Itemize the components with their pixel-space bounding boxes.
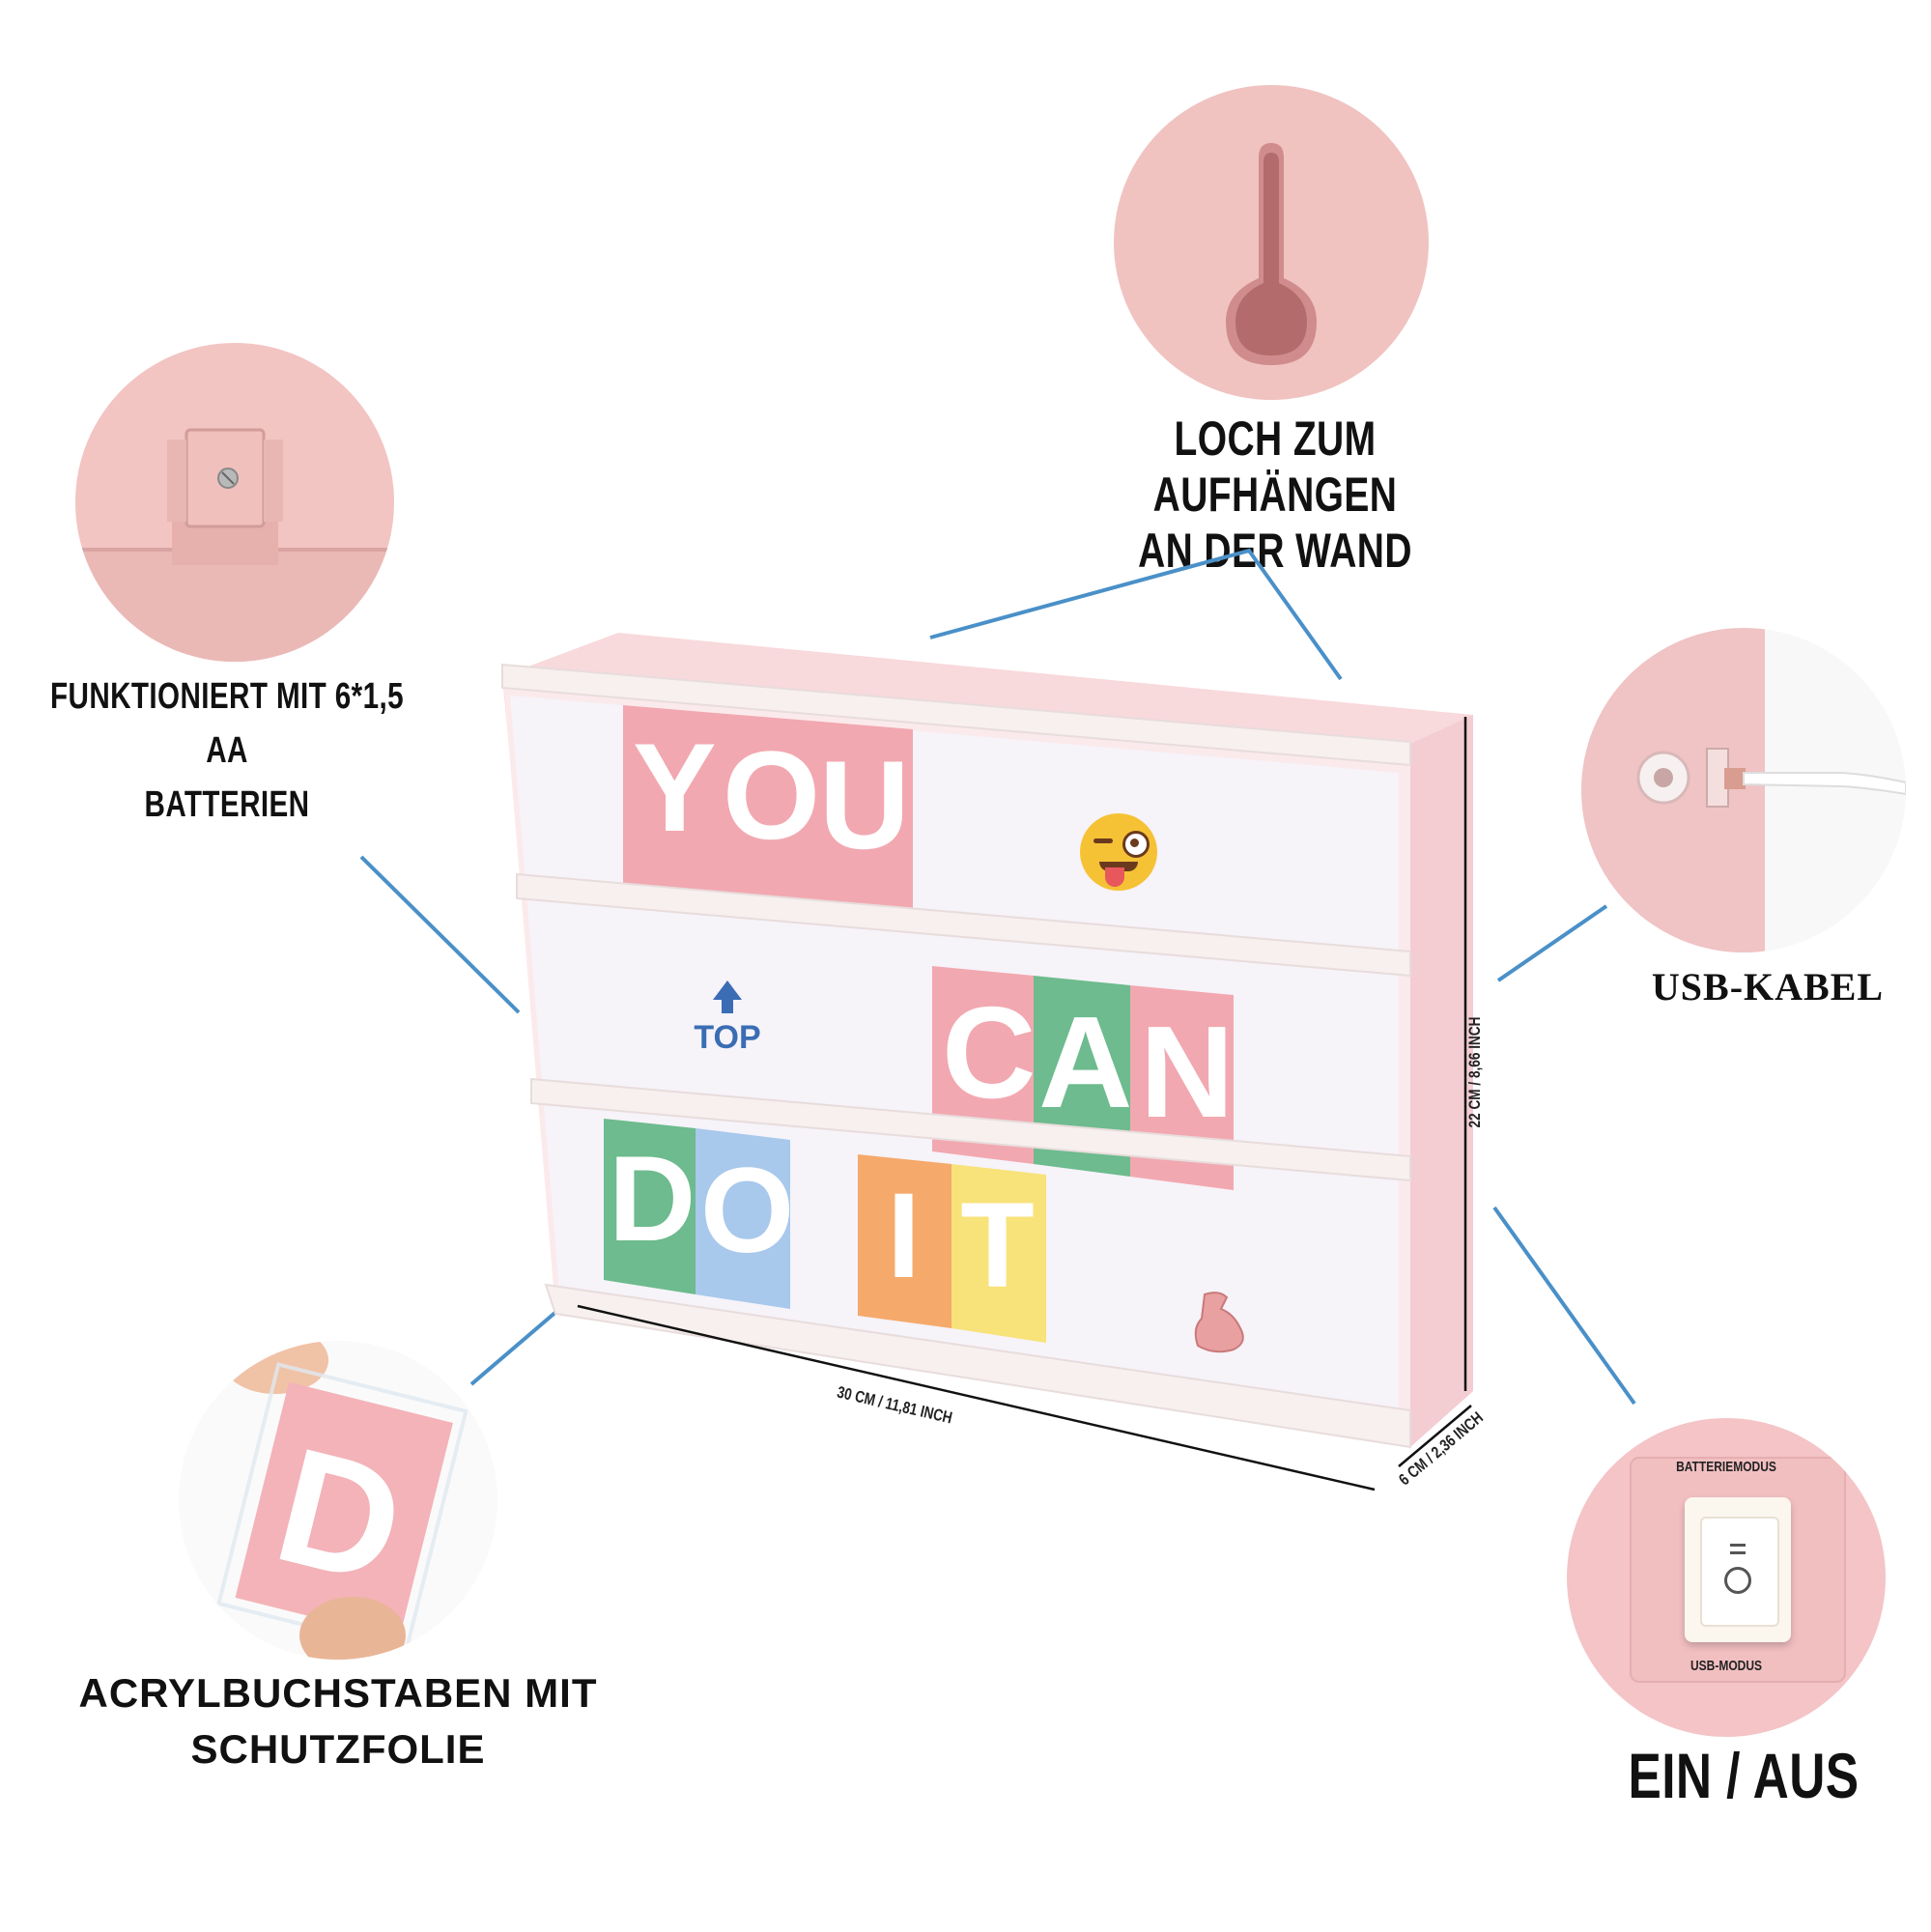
power-switch-icon — [1685, 1497, 1791, 1642]
letter-O: O — [723, 724, 821, 866]
acrylic-letter-icon: D — [216, 1341, 469, 1660]
row1-cards — [623, 705, 913, 920]
height-dimension: 22 CM / 8,66 INCH — [1464, 1016, 1484, 1128]
letter-A: A — [1038, 989, 1133, 1135]
letters-label: ACRYLBUCHSTABEN MIT SCHUTZFOLIE — [78, 1670, 598, 1772]
keyhole-icon — [1226, 143, 1317, 365]
letter-D: D — [609, 1132, 696, 1266]
up-arrow-icon — [713, 980, 742, 1000]
flexed-bicep-icon — [1190, 1290, 1258, 1357]
switch-circle: BATTERIEMODUS USB-MODUS — [1567, 1418, 1886, 1737]
film-letter-circle: D — [179, 1341, 497, 1660]
wall-hole-circle — [1114, 85, 1429, 400]
letter-Y: Y — [633, 717, 717, 858]
usb-modus-label: USB-MODUS — [1690, 1658, 1762, 1674]
letter-C: C — [942, 980, 1036, 1125]
letter-I: I — [887, 1169, 921, 1303]
battery-circle — [75, 343, 394, 662]
letter-U: U — [819, 734, 910, 875]
wink-emoji-icon — [1080, 813, 1157, 891]
top-card-label: TOP — [694, 1019, 761, 1056]
letter-N: N — [1140, 999, 1235, 1145]
letter-O2: O — [700, 1144, 795, 1278]
letter-T: T — [960, 1179, 1035, 1313]
batteriemodus-label: BATTERIEMODUS — [1676, 1459, 1776, 1475]
row3-cards — [604, 1119, 1046, 1343]
switch-label: EIN / AUS — [1628, 1740, 1860, 1811]
usb-label: USB-KABEL — [1651, 965, 1885, 1009]
battery-label: FUNKTIONIERT MIT 6*1,5 AA BATTERIEN — [50, 676, 404, 825]
